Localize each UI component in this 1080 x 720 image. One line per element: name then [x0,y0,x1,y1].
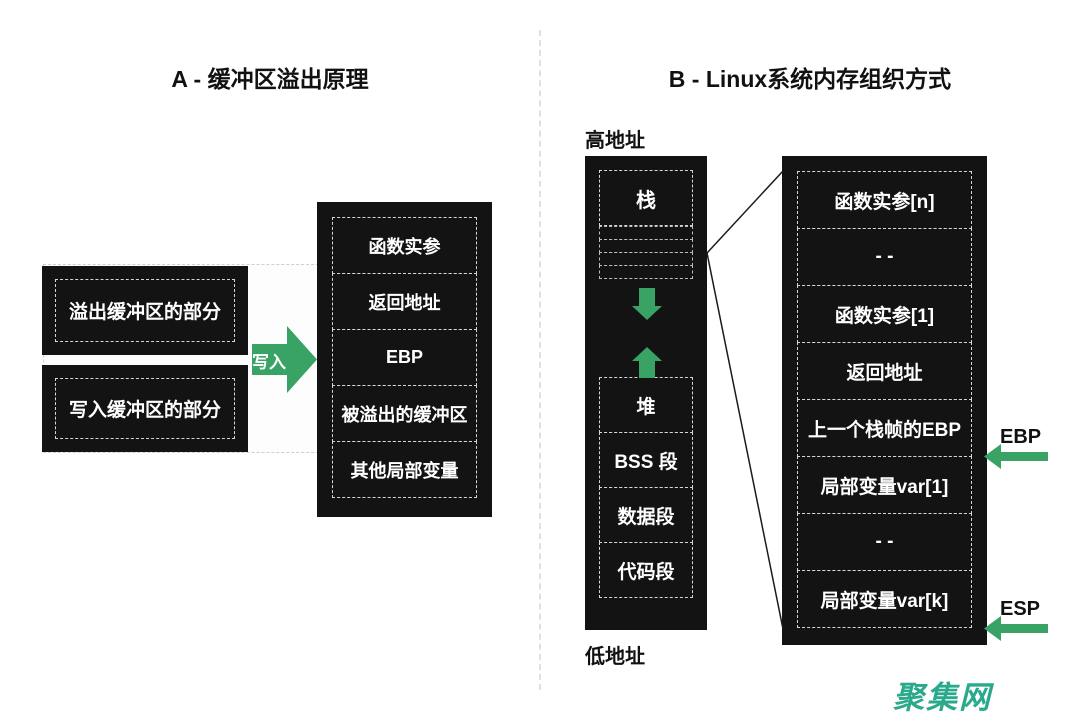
stack-frame-slot [599,239,693,253]
low-address-label: 低地址 [585,646,645,668]
esp-register-label: ESP [1000,598,1041,620]
stack-frame-slot [599,226,693,240]
ebp-register-label: EBP [1000,426,1042,448]
stack-cell-return-address: 返回地址 [332,273,477,330]
watermark-logo: 聚集网 [893,680,992,715]
panel-b-title: B - Linux系统内存组织方式 [668,66,952,92]
overflow-part-label: 溢出缓冲区的部分 [55,279,235,342]
stack-growth-slots [599,226,693,279]
memory-cell-bss: BSS 段 [599,432,693,488]
frame-cell-local-var-1: 局部变量var[1] [797,456,972,514]
high-address-label: 高地址 [585,130,645,152]
frame-cell-return-address: 返回地址 [797,342,972,400]
stack-cell-other-locals: 其他局部变量 [332,441,477,498]
stack-frame-slot [599,252,693,266]
memory-cell-code: 代码段 [599,542,693,598]
panel-a-title: A - 缓冲区溢出原理 [171,66,369,92]
memory-cell-stack: 栈 [599,170,693,226]
memory-column-b: 栈 堆 BSS 段 数据段 代码段 [585,156,707,630]
panel-divider [539,30,541,690]
frame-cell-ellipsis-bottom: - - [797,513,972,571]
frame-cell-saved-ebp: 上一个栈帧的EBP [797,399,972,457]
stack-frame-slot [599,265,693,279]
write-part-label: 写入缓冲区的部分 [55,378,235,439]
lower-segments: 堆 BSS 段 数据段 代码段 [599,377,693,598]
stack-cell-ebp: EBP [332,329,477,386]
memory-cell-data: 数据段 [599,487,693,543]
overflow-part-box: 溢出缓冲区的部分 [42,266,248,355]
frame-cell-arg-n: 函数实参[n] [797,171,972,229]
frame-cell-ellipsis-top: - - [797,228,972,286]
stack-column-a: 函数实参 返回地址 EBP 被溢出的缓冲区 其他局部变量 [317,202,492,517]
frame-expand-line-top [706,170,784,254]
stack-cell-overflowed-buffer: 被溢出的缓冲区 [332,385,477,442]
memory-cell-heap: 堆 [599,377,693,433]
write-arrow-label: 写入 [252,352,286,372]
stack-cell-function-args: 函数实参 [332,217,477,274]
stack-frame-detail-box: 函数实参[n] - - 函数实参[1] 返回地址 上一个栈帧的EBP 局部变量v… [782,156,987,645]
frame-expand-line-bottom [706,252,784,630]
frame-cell-arg-1: 函数实参[1] [797,285,972,343]
write-part-box: 写入缓冲区的部分 [42,365,248,452]
frame-cell-local-var-k: 局部变量var[k] [797,570,972,628]
